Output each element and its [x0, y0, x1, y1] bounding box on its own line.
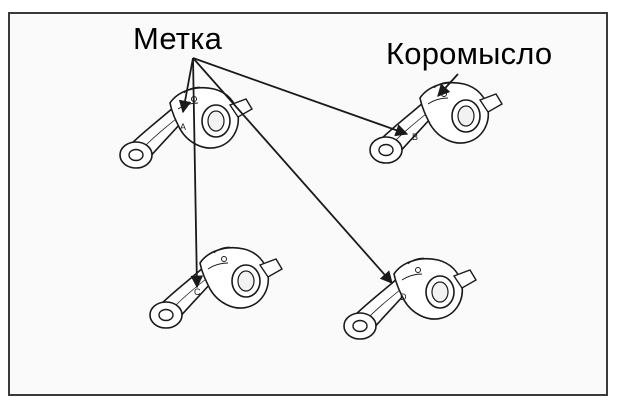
arrow-to-rocker-arm [437, 73, 459, 97]
mark-letter: A [180, 122, 186, 132]
rocker-arm-bottom-right: D [343, 257, 477, 340]
arrow-to-mark-a [178, 57, 194, 114]
mark-label: Метка [133, 21, 223, 56]
arrow-to-mark-b [192, 57, 409, 137]
mark-leader-arrows [178, 57, 409, 289]
rocker-arm-top-left: A [119, 86, 253, 169]
mark-letter: D [400, 292, 407, 302]
arrow-to-mark-d [192, 57, 393, 284]
rocker-arm-label: Коромысло [386, 36, 553, 71]
diagram-frame [8, 12, 608, 396]
arrow-to-mark-c [190, 57, 204, 289]
mark-letter: C [194, 287, 201, 297]
rocker-arm-bottom-left: C [149, 246, 283, 329]
rocker-arm-top-right: B [369, 81, 503, 164]
mark-letter: B [412, 132, 418, 142]
